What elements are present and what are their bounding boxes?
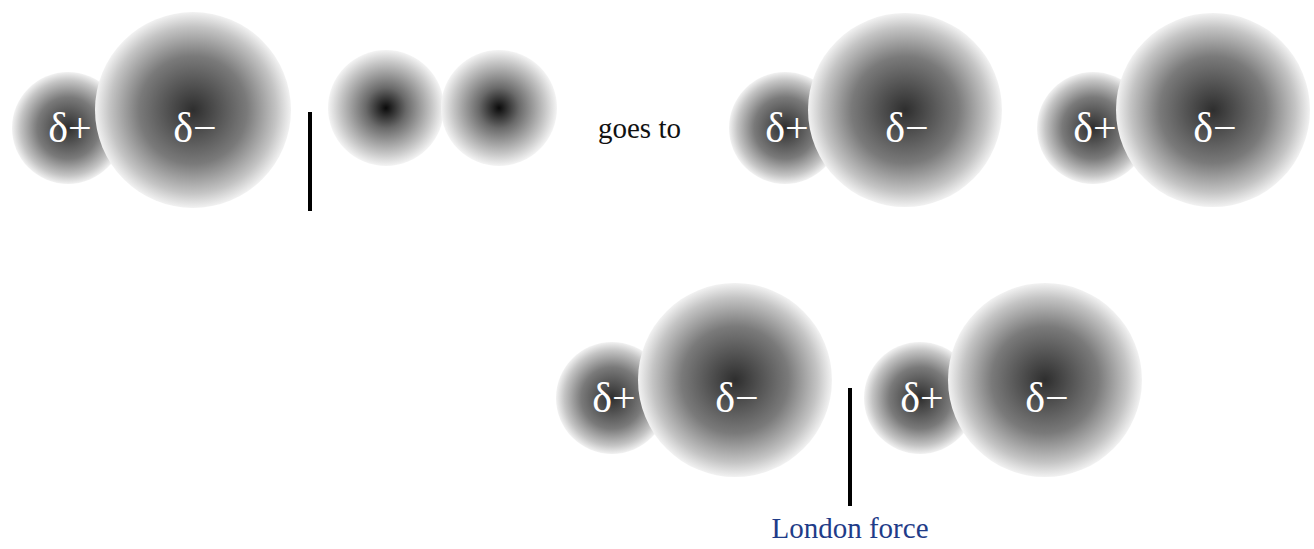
leader-line: [848, 388, 852, 506]
partial-charge: δ−: [1193, 107, 1236, 149]
large-atom: [638, 283, 832, 477]
polar-molecule: δ+ δ−: [864, 283, 1142, 477]
partial-charge: δ+: [48, 107, 91, 149]
partial-charge: δ−: [715, 377, 758, 419]
large-atom: [948, 283, 1142, 477]
partial-charge: δ+: [1073, 107, 1116, 149]
atom: [328, 50, 444, 166]
nonpolar-molecule: [328, 50, 557, 166]
partial-charge: δ+: [592, 377, 635, 419]
partial-charge: δ−: [885, 107, 928, 149]
large-atom: [808, 13, 1002, 207]
polar-molecule: δ+ δ−: [729, 13, 1002, 207]
atom: [441, 50, 557, 166]
divider-line: [308, 112, 312, 211]
large-atom: [95, 12, 291, 208]
partial-charge: δ+: [765, 107, 808, 149]
partial-charge: δ−: [173, 107, 216, 149]
polar-molecule: δ+ δ−: [556, 283, 832, 477]
force-label: London force: [771, 512, 928, 545]
large-atom: [1116, 13, 1310, 207]
polar-molecule: δ+ δ−: [12, 12, 291, 208]
transition-text: goes to: [598, 112, 681, 145]
partial-charge: δ+: [900, 377, 943, 419]
polar-molecule: δ+ δ−: [1037, 13, 1310, 207]
partial-charge: δ−: [1025, 377, 1068, 419]
